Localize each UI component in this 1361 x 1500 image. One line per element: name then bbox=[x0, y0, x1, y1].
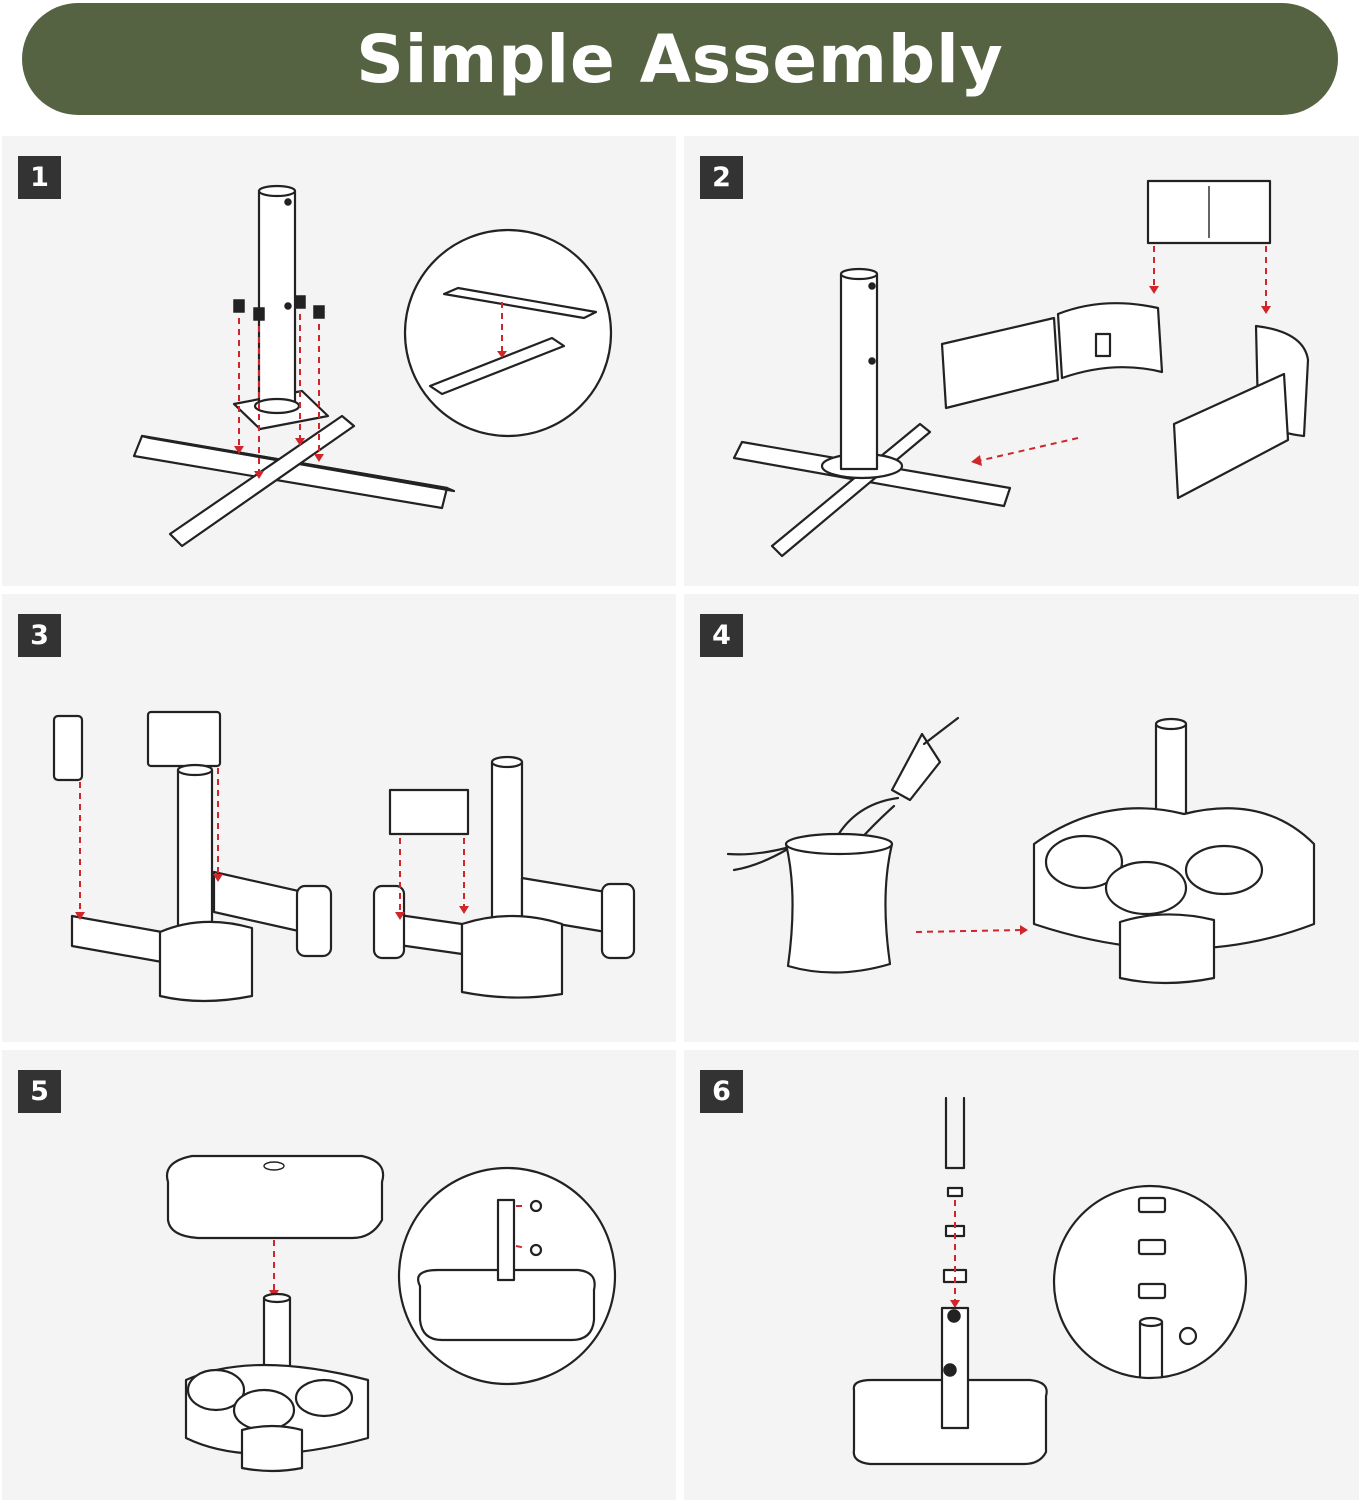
step-3-badge: 3 bbox=[18, 614, 61, 657]
step-3-panel: 3 bbox=[2, 594, 676, 1042]
step-2-panel: 2 bbox=[684, 136, 1359, 586]
step-1-illustration bbox=[132, 184, 613, 548]
step-1-panel: 1 bbox=[2, 136, 676, 586]
step-5-panel: 5 bbox=[2, 1050, 676, 1500]
step-1-badge: 1 bbox=[18, 156, 61, 199]
title-banner: Simple Assembly bbox=[22, 3, 1338, 115]
step-3-illustration bbox=[52, 710, 636, 1003]
step-2-illustration bbox=[732, 179, 1310, 558]
step-4-badge: 4 bbox=[700, 614, 743, 657]
step-4-panel: 4 bbox=[684, 594, 1359, 1042]
step-4-illustration bbox=[726, 716, 1316, 985]
step-5-illustration bbox=[165, 1154, 617, 1473]
step-6-badge: 6 bbox=[700, 1070, 743, 1113]
step-6-illustration bbox=[852, 1096, 1248, 1466]
step-6-panel: 6 bbox=[684, 1050, 1359, 1500]
step-5-badge: 5 bbox=[18, 1070, 61, 1113]
step-2-badge: 2 bbox=[700, 156, 743, 199]
page-title: Simple Assembly bbox=[356, 20, 1004, 98]
